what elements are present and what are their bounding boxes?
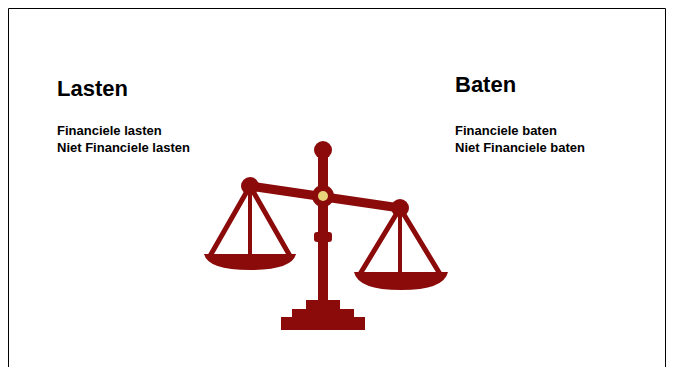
list-item: Financiele baten xyxy=(455,124,557,139)
scale-hanger xyxy=(210,186,250,256)
scale-top-knob xyxy=(314,141,332,159)
scale-right-pan xyxy=(354,272,448,290)
heading: Baten xyxy=(455,72,516,97)
heading: Lasten xyxy=(57,76,128,101)
list-item: Niet Financiele baten xyxy=(455,141,585,156)
scale-base xyxy=(281,317,365,330)
scale-base xyxy=(306,300,340,310)
list-item: Niet Financiele lasten xyxy=(57,141,190,156)
scale-collar xyxy=(314,232,332,242)
scale-hanger xyxy=(250,186,290,256)
scale-left-pan xyxy=(204,254,296,270)
scale-pivot-dot xyxy=(318,191,328,201)
scale-base xyxy=(292,309,354,318)
scale-pole xyxy=(318,150,328,305)
scale-pivot xyxy=(312,185,334,207)
list-item: Financiele lasten xyxy=(57,124,162,139)
scale-hanger xyxy=(248,186,252,256)
scale-hanger xyxy=(360,208,400,274)
balance-scale xyxy=(204,141,448,330)
scale-beam xyxy=(250,186,400,208)
scale-hanger xyxy=(400,208,440,274)
slide-border xyxy=(9,9,666,367)
scale-hanger xyxy=(398,208,402,274)
